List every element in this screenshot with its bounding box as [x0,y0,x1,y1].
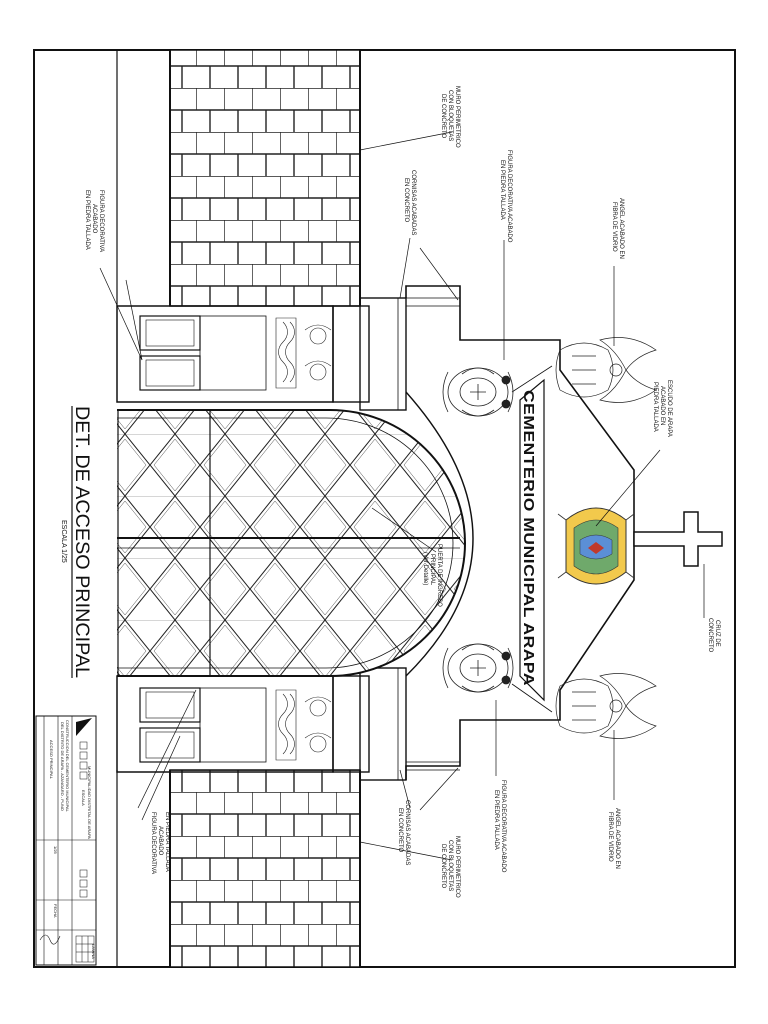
title-block [35,715,97,966]
svg-text:ESCALA: ESCALA [81,790,86,806]
note-angel-top: ANGEL ACABADO EN FIBRA DE VIDRIO [611,198,624,259]
svg-text:EN PIEDRA TALLADA: EN PIEDRA TALLADA [164,812,170,872]
svg-text:ESCUDO DE ARAPA: ESCUDO DE ARAPA [666,380,672,437]
svg-text:DE CONCRETO: DE CONCRETO [440,844,446,889]
note-muro-top: MURO PERIMETRICO CON BLOQUETAS DE CONCRE… [440,86,460,148]
svg-text:PIEDRA TALLADA: PIEDRA TALLADA [652,382,658,432]
svg-text:LAMINA: LAMINA [91,944,96,959]
title-block-grid [75,935,95,963]
svg-text:CONSTRUCCION DEL CEMENTERIO MU: CONSTRUCCION DEL CEMENTERIO MUNICIPAL [65,720,70,813]
svg-text:EN CONCRETO: EN CONCRETO [403,178,409,223]
perimeter-wall-bottom [116,769,361,968]
svg-text:FIBRA DE VIDRIO: FIBRA DE VIDRIO [607,812,613,862]
svg-text:FIGURA DECORATIVA ACABADO: FIGURA DECORATIVA ACABADO [500,780,506,873]
note-cornisas-top: CORNISAS ACABADAS EN CONCRETO [403,170,416,235]
svg-text:MURO PERIMETRICO: MURO PERIMETRICO [454,86,460,148]
svg-text:CORNISAS ACABADAS: CORNISAS ACABADAS [410,170,416,235]
title-block-texts: MUNICIPALIDAD DISTRITAL DE ARAPA ESCALA … [49,720,96,959]
svg-text:ACABADO: ACABADO [91,204,97,234]
pillar-top [116,297,407,411]
note-figura-left: FIGURA DECORATIVA ACABADO EN PIEDRA TALL… [84,190,104,252]
note-cornisas-bottom: CORNISAS ACABADAS EN CONCRETO [397,800,410,865]
note-angel-bottom: ANGEL ACABADO EN FIBRA DE VIDRIO [607,808,620,869]
drawing-scale: ESCALA 1/25 [60,520,67,563]
svg-text:ACABADO EN: ACABADO EN [659,386,665,425]
note-muro-bottom: MURO PERIMETRICO CON BLOQUETAS DE CONCRE… [440,836,460,898]
svg-text:EN CONCRETO: EN CONCRETO [397,808,403,853]
sign-text-label: CEMENTERIO MUNICIPAL ARAPA [520,390,537,686]
note-cruz: CRUZ DE CONCRETO [707,618,720,653]
svg-text:PRINCIPAL: PRINCIPAL [429,554,435,586]
note-figura-top: FIGURA DECORATIVA ACABADO EN PIEDRA TALL… [499,150,512,243]
svg-text:ANGEL ACABADO EN: ANGEL ACABADO EN [618,198,624,259]
svg-text:ACCESO PRINCIPAL: ACCESO PRINCIPAL [49,740,54,780]
note-escudo: ESCUDO DE ARAPA ACABADO EN PIEDRA TALLAD… [652,380,672,437]
svg-text:FIGURA DECORATIVA ACABADO: FIGURA DECORATIVA ACABADO [506,150,512,243]
svg-text:PUERTA DE INGRESO: PUERTA DE INGRESO [436,544,442,607]
note-puerta: PUERTA DE INGRESO PRINCIPAL (Ver Detalle… [422,544,442,607]
angel-figure-top [555,337,657,403]
svg-text:ANGEL ACABADO EN: ANGEL ACABADO EN [614,808,620,869]
svg-text:FIGURA DECORATIVA: FIGURA DECORATIVA [150,812,156,874]
main-gate [117,409,466,677]
svg-text:CORNISAS ACABADAS: CORNISAS ACABADAS [404,800,410,865]
sign-text: CEMENTERIO MUNICIPAL ARAPA [520,390,537,686]
note-figura-bottom-left: FIGURA DECORATIVA ACABADO EN PIEDRA TALL… [150,812,170,874]
leader-lines [99,131,705,861]
decorative-figure-bottom [442,643,514,693]
svg-text:FECHA: FECHA [53,904,58,918]
svg-text:MURO PERIMETRICO: MURO PERIMETRICO [454,836,460,898]
svg-text:CON BLOQUETAS: CON BLOQUETAS [447,90,453,141]
svg-text:ACABADO: ACABADO [157,826,163,856]
svg-text:(Ver Detalle): (Ver Detalle) [422,552,428,585]
angel-figure-bottom [555,673,657,739]
svg-text:1/25: 1/25 [53,846,58,855]
decorative-figure-top [442,367,514,417]
svg-text:FIGURA DECORATIVA: FIGURA DECORATIVA [98,190,104,252]
sheet-border [33,49,736,968]
drawing-title-text: DET. DE ACCESO PRINCIPAL [71,406,92,678]
arapa-crest-icon [557,507,635,585]
svg-text:EN PIEDRA TALLADA: EN PIEDRA TALLADA [84,190,90,250]
drawing-title: DET. DE ACCESO PRINCIPAL [71,406,92,678]
svg-text:CRUZ DE: CRUZ DE [714,620,720,647]
svg-text:ESCALA 1/25: ESCALA 1/25 [60,520,67,563]
concrete-cross [633,511,723,567]
svg-text:EN PIEDRA TALLADA: EN PIEDRA TALLADA [499,160,505,220]
arch-pediment [405,285,635,780]
perimeter-wall-top [116,49,361,307]
note-figura-bottom: FIGURA DECORATIVA ACABADO EN PIEDRA TALL… [493,780,506,873]
svg-text:EN PIEDRA TALLADA: EN PIEDRA TALLADA [493,790,499,850]
svg-text:CONCRETO: CONCRETO [707,618,713,653]
svg-text:DEL DISTRITO DE ARAPA - AZANGA: DEL DISTRITO DE ARAPA - AZANGARO - PUNO [60,722,65,811]
svg-text:MUNICIPALIDAD DISTRITAL DE ARA: MUNICIPALIDAD DISTRITAL DE ARAPA [87,766,92,839]
svg-text:DE CONCRETO: DE CONCRETO [440,94,446,139]
svg-text:CON BLOQUETAS: CON BLOQUETAS [447,840,453,891]
svg-text:FIBRA DE VIDRIO: FIBRA DE VIDRIO [611,202,617,252]
